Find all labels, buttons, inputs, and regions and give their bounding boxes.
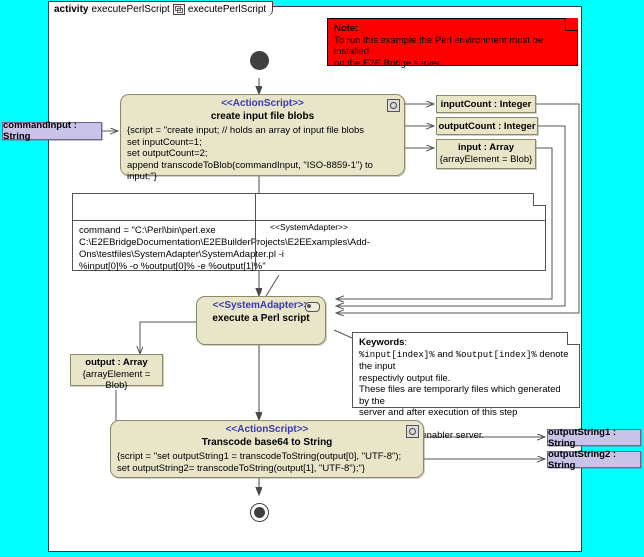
transcode-body: {script = "set outputString1 = transcode…	[117, 451, 402, 474]
parameter-output-string1[interactable]: outputString1 : String	[547, 426, 641, 449]
action-transcode-base64-to-string[interactable]: <<ActionScript>> Transcode base64 to Str…	[110, 420, 424, 478]
note-fold-corner-icon-3	[567, 332, 580, 345]
input-array-constraint: {arrayElement = Blob}	[439, 154, 533, 165]
object-output-array[interactable]: output : Array {arrayElement = Blob}	[70, 354, 163, 391]
action-create-input-file-blobs[interactable]: <<ActionScript>> create input file blobs…	[120, 94, 405, 182]
create-input-name: create input file blobs	[210, 111, 315, 122]
note-fold-corner-icon-2	[533, 193, 546, 206]
input-array-title: input : Array	[457, 142, 515, 153]
input-count-label: inputCount : Integer	[440, 98, 532, 110]
adapter-pin-icon	[305, 302, 320, 312]
note-perl-environment: Note: To run this example the Perl envir…	[327, 18, 578, 69]
transcode-stereotype: <<ActionScript>>	[225, 424, 309, 435]
parameter-output-string2[interactable]: outputString2 : String	[547, 448, 641, 471]
output-count-label: outputCount : Integer	[438, 120, 536, 132]
keywords-line3: These files are temporarly files which g…	[359, 384, 561, 407]
output-string2-label: outputString2 : String	[548, 448, 617, 471]
note-red-line2: on the E2E Bridge server.	[334, 57, 443, 69]
execute-perl-stereotype: <<SystemAdapter>>	[212, 300, 310, 311]
activity-final-node[interactable]	[250, 503, 269, 522]
keywords-token-output: %output[index]%	[455, 349, 537, 360]
keywords-line1-mid: and	[434, 348, 456, 360]
note-system-adapter-command: <<SystemAdapter>> command = "C:\Perl\bin…	[72, 193, 546, 272]
initial-node[interactable]	[250, 51, 269, 70]
note-keywords: Keywords: %input[index]% and %output[ind…	[352, 332, 580, 441]
object-output-count[interactable]: outputCount : Integer	[436, 117, 538, 135]
object-input-array[interactable]: input : Array {arrayElement = Blob}	[436, 139, 536, 169]
note-fold-corner-icon	[565, 18, 578, 31]
sa-note-stereotype: <<SystemAdapter>>	[270, 222, 348, 232]
activity-frame-label: activity executePerlScript executePerlSc…	[48, 1, 274, 16]
keywords-line1-end: denote the input	[359, 348, 569, 373]
command-input-label: commandInput : String	[3, 120, 77, 142]
keywords-line2: respectivly output file.	[359, 372, 451, 384]
keywords-title: Keywords	[359, 337, 405, 348]
transcode-name: Transcode base64 to String	[201, 437, 333, 448]
output-array-title: output : Array	[85, 357, 148, 368]
output-string1-label: outputString1 : String	[548, 426, 617, 449]
parameter-command-input[interactable]: commandInput : String	[2, 120, 102, 142]
note-red-line1: To run this example the Perl environment…	[334, 34, 544, 58]
note-red-title: Note:	[334, 23, 359, 34]
frame-name: executePerlScript	[91, 3, 170, 15]
sa-note-body: command = "C:\Perl\bin\perl.exe C:\E2EBr…	[79, 225, 370, 272]
create-input-stereotype: <<ActionScript>>	[221, 98, 304, 109]
execute-perl-name: execute a Perl script	[212, 313, 310, 324]
frame-tab-name: executePerlScript	[187, 3, 267, 15]
sa-note-divider	[255, 194, 256, 270]
object-input-count[interactable]: inputCount : Integer	[436, 95, 536, 113]
output-array-constraint: {arrayElement = Blob}	[82, 369, 151, 391]
create-input-body: {script = "create input; // holds an arr…	[127, 125, 373, 182]
final-node-inner	[254, 507, 265, 518]
activity-diagram-icon	[172, 3, 185, 15]
keywords-colon: :	[404, 337, 408, 348]
script-gear-icon	[387, 99, 400, 112]
keywords-token-input: %input[index]%	[359, 349, 435, 360]
frame-keyword: activity	[54, 3, 89, 15]
script-gear-icon-2	[406, 425, 419, 438]
sa-note-header	[73, 194, 545, 221]
action-execute-perl-script[interactable]: <<SystemAdapter>> execute a Perl script	[196, 296, 326, 345]
